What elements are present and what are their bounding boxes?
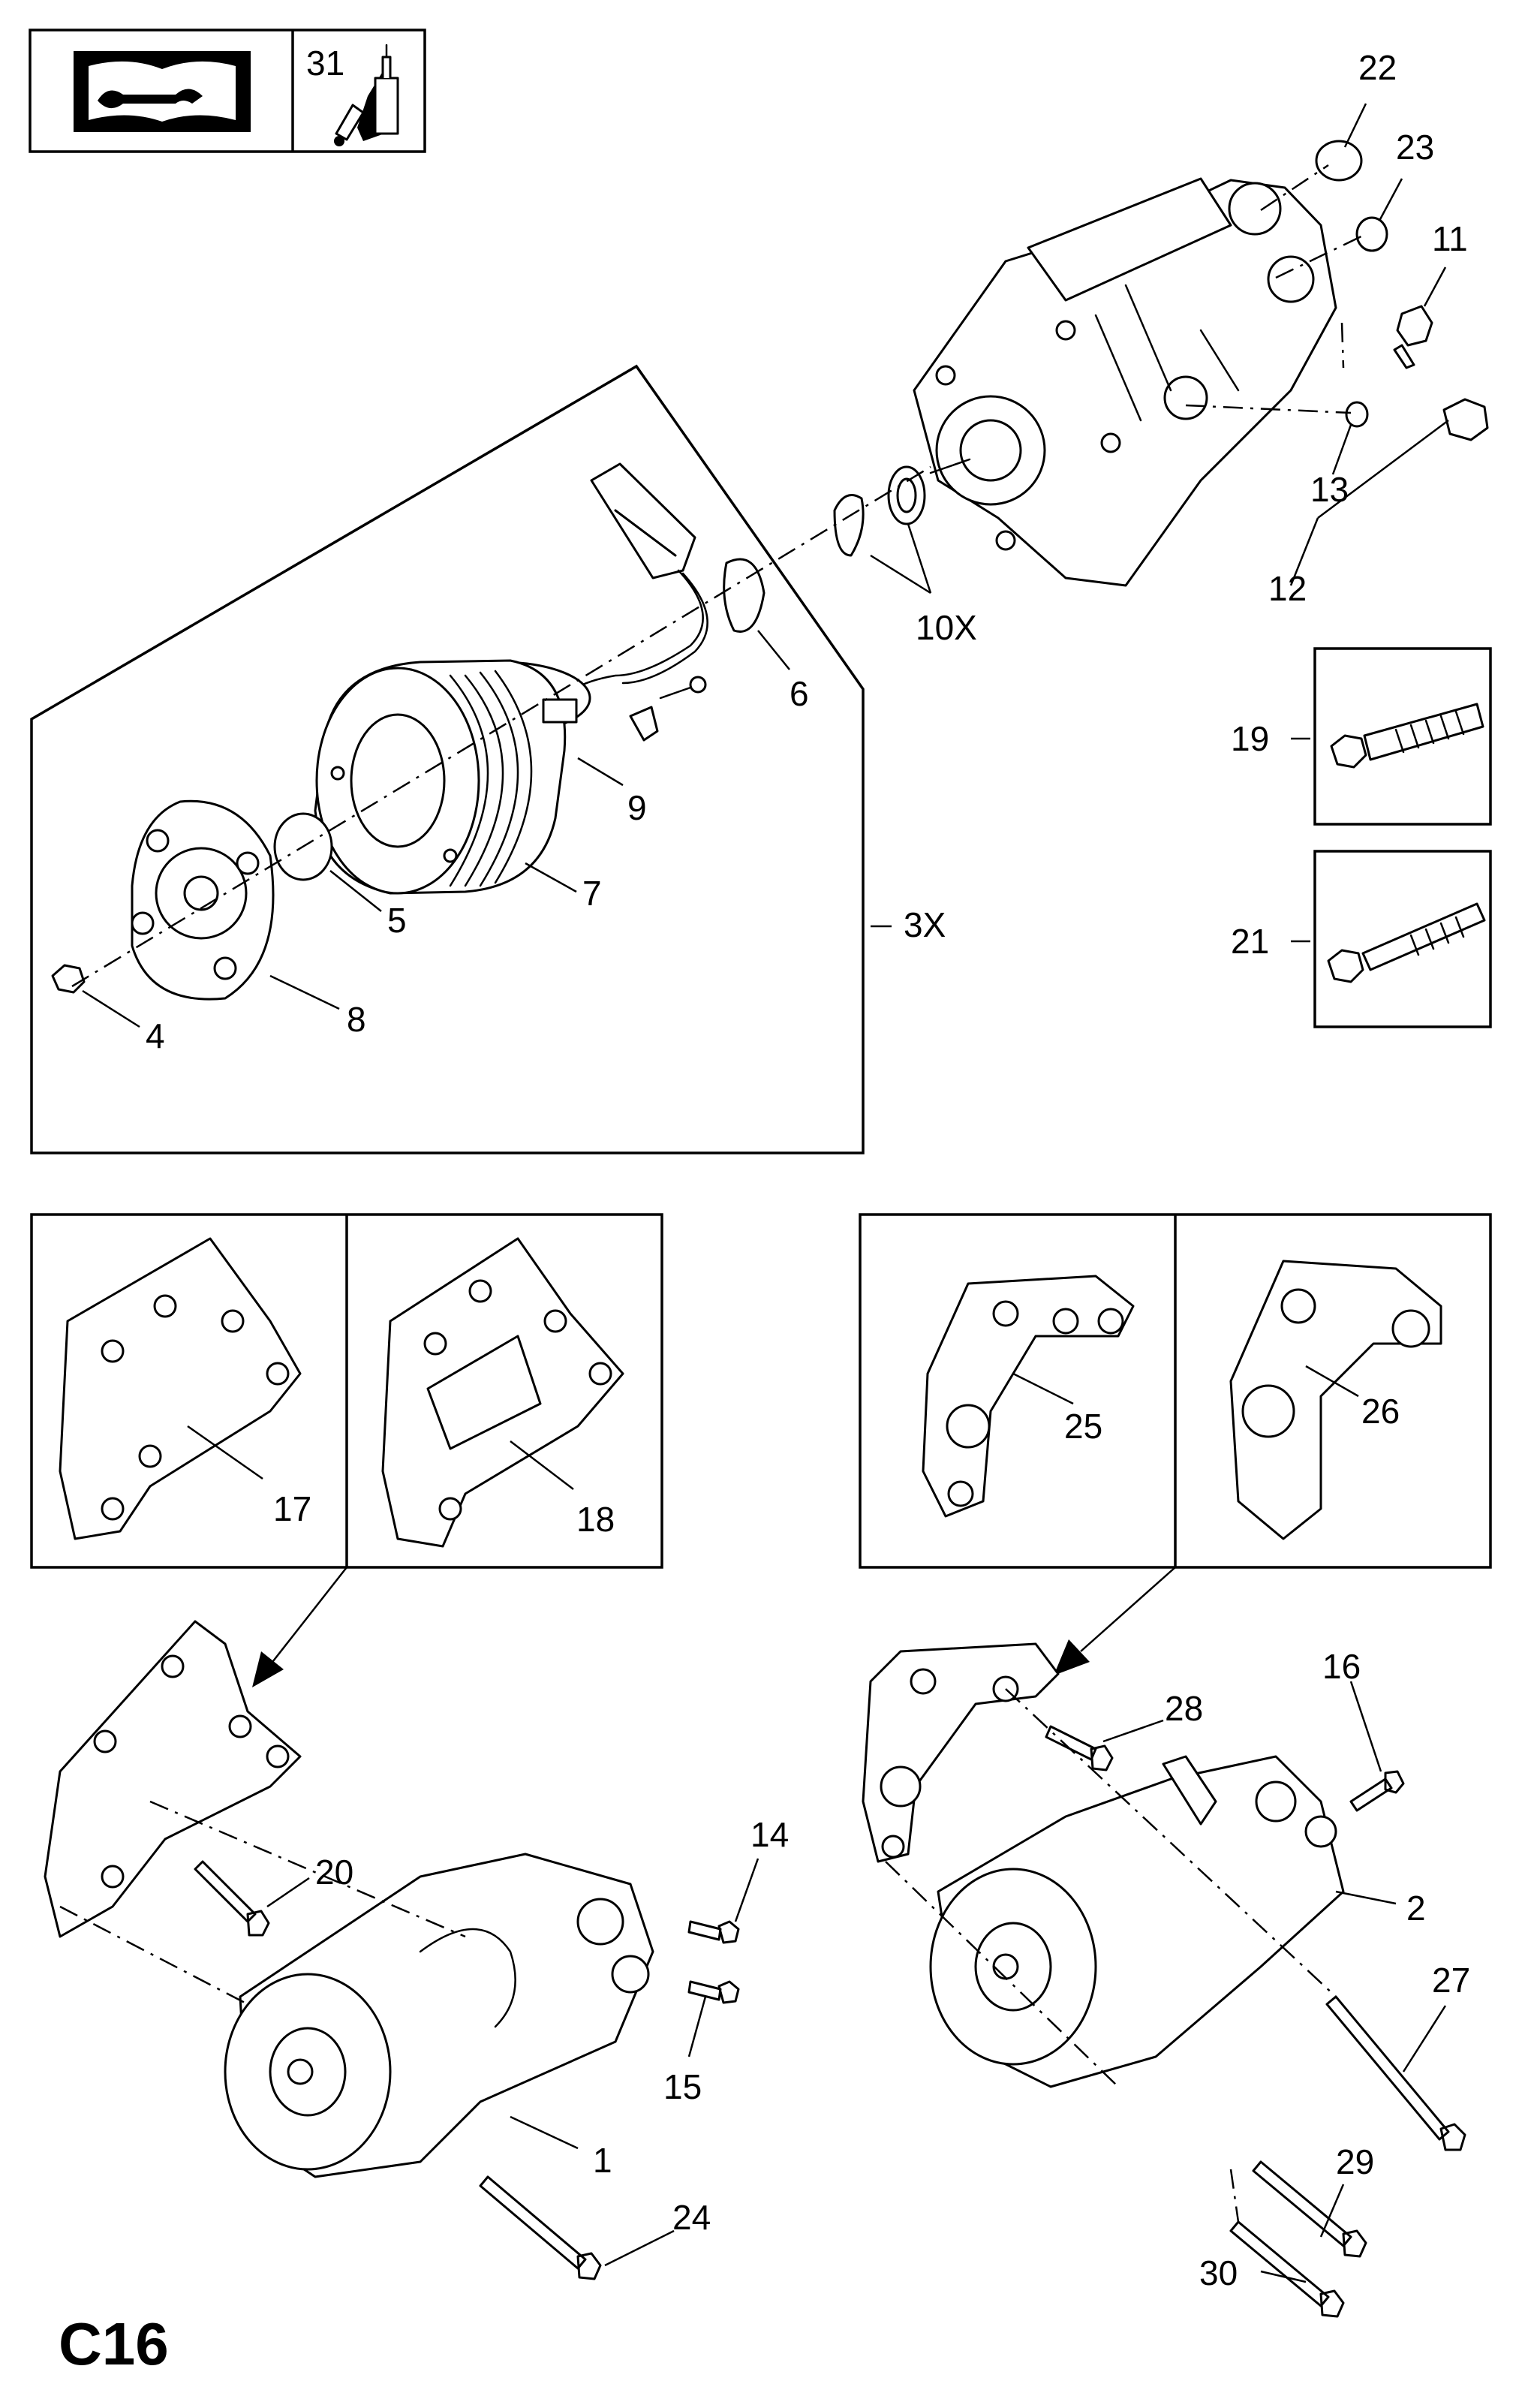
wiring-connector [554, 462, 708, 707]
callout-29: 29 [1336, 2142, 1374, 2181]
o-ring-small [1355, 216, 1388, 252]
leader-lines [82, 103, 1449, 2283]
callout-24: 24 [672, 2198, 711, 2237]
bracket-assembly-left [44, 1620, 302, 1938]
callout-6: 6 [790, 674, 809, 713]
tool-number: 31 [306, 44, 344, 83]
bracket-25 [922, 1275, 1135, 1518]
callout-17: 17 [273, 1489, 311, 1528]
bolt-14 [687, 1920, 740, 1944]
circlip [723, 558, 765, 633]
callout-10x: 10X [916, 608, 977, 647]
bracket-26 [1229, 1260, 1442, 1540]
callout-27: 27 [1432, 1961, 1470, 2000]
service-valve [1393, 305, 1433, 369]
callout-4: 4 [146, 1016, 165, 1055]
callout-19: 19 [1231, 719, 1269, 758]
bolt-box-19 [1313, 647, 1492, 826]
bolt-20 [194, 1860, 270, 1937]
compressor-right [929, 1755, 1345, 2088]
callout-16: 16 [1322, 1647, 1361, 1686]
washer [1345, 401, 1369, 428]
o-ring-large [1315, 140, 1363, 182]
shaft-seal [833, 465, 926, 557]
bracket-18 [381, 1237, 624, 1548]
clip-screw [629, 676, 707, 742]
adhesive-bottle-icon [334, 44, 399, 146]
bracket-box-left [30, 1213, 663, 1569]
bolt-27 [1325, 1995, 1466, 2151]
callout-labels: 22 23 11 13 12 10X 6 9 7 5 8 4 3X 19 21 … [146, 48, 1470, 2292]
callout-8: 8 [347, 1000, 366, 1039]
bolt-30 [1229, 2220, 1345, 2318]
pointer-arrow-right [1054, 1567, 1176, 1675]
page-code: C16 [59, 2310, 169, 2377]
callout-5: 5 [387, 901, 407, 940]
callout-28: 28 [1165, 1689, 1203, 1728]
callout-30: 30 [1199, 2253, 1238, 2292]
callout-11: 11 [1432, 219, 1468, 258]
callout-13: 13 [1310, 470, 1349, 509]
bracket-box-right [859, 1213, 1492, 1569]
callout-9: 9 [627, 788, 647, 827]
pulley [314, 659, 591, 895]
pointer-arrow-left [252, 1567, 347, 1687]
callout-14: 14 [750, 1815, 789, 1854]
callout-23: 23 [1396, 128, 1434, 167]
bolt-box-21 [1313, 850, 1492, 1028]
bracket-assembly-right [862, 1642, 1060, 1863]
armature-plate [131, 799, 275, 1001]
nut [51, 964, 86, 994]
bolt-16 [1349, 1770, 1405, 1812]
callout-12: 12 [1268, 569, 1307, 608]
exploded-axis [71, 465, 931, 988]
callout-20: 20 [315, 1853, 353, 1892]
compressor-left [224, 1853, 654, 2178]
tool-box: 31 [29, 29, 426, 153]
clutch-kit-panel [30, 364, 865, 1154]
callout-15: 15 [663, 2067, 702, 2106]
callout-18: 18 [576, 1500, 615, 1539]
manual-wrench-icon [74, 51, 251, 132]
compressor-exploded-body [913, 177, 1337, 587]
callout-26: 26 [1361, 1392, 1400, 1431]
callout-21: 21 [1231, 922, 1269, 961]
plug [1442, 398, 1489, 441]
callout-3x: 3X [904, 905, 946, 944]
callout-2: 2 [1406, 1889, 1426, 1928]
callout-7: 7 [582, 874, 602, 913]
bolt-15 [687, 1980, 740, 2004]
bolt-29 [1252, 2160, 1367, 2258]
bolt-28 [1045, 1725, 1114, 1771]
callout-1: 1 [593, 2141, 612, 2180]
bracket-17 [59, 1237, 302, 1540]
callout-22: 22 [1358, 48, 1397, 87]
callout-25: 25 [1064, 1407, 1102, 1446]
bolt-24 [479, 2175, 602, 2280]
